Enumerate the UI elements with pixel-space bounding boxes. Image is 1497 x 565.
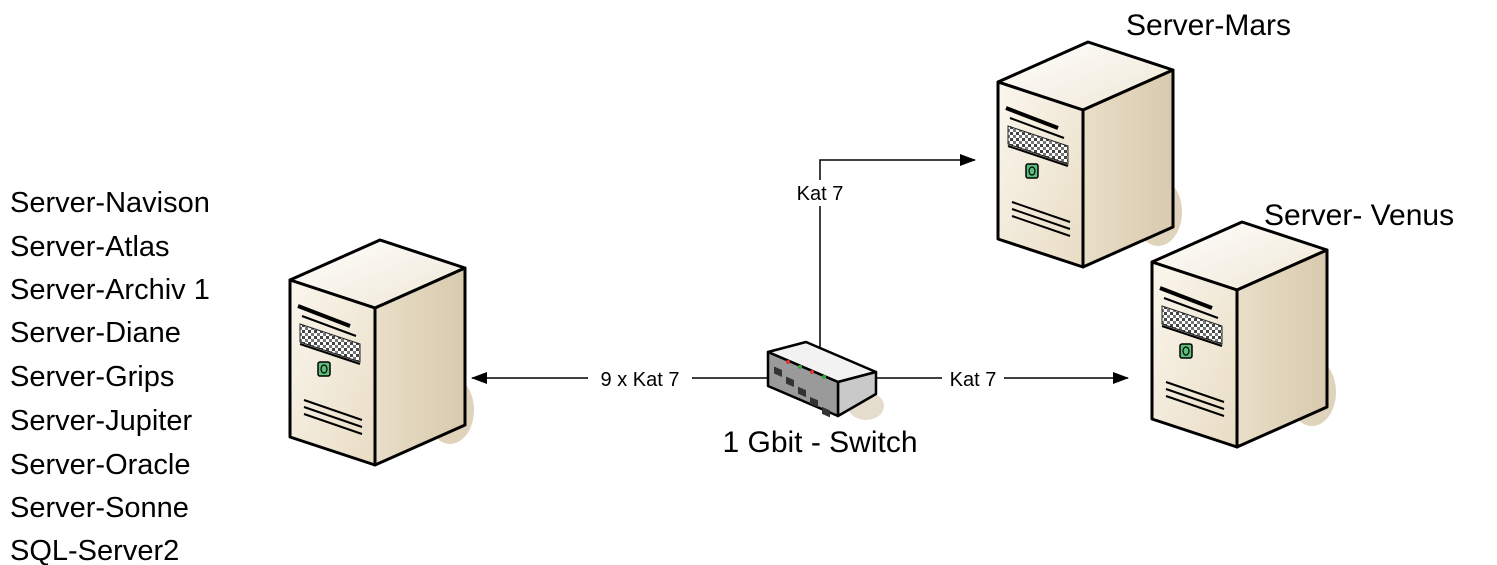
list-item: Server-Jupiter	[10, 405, 192, 437]
link-left-label: 9 x Kat 7	[601, 369, 680, 391]
list-item: Server-Oracle	[10, 449, 191, 481]
switch-label: 1 Gbit - Switch	[722, 426, 917, 459]
link-right-label: Kat 7	[950, 369, 997, 391]
list-item: Server-Archiv 1	[10, 274, 210, 306]
server-left-icon	[288, 238, 476, 467]
server-venus-label: Server- Venus	[1264, 199, 1454, 232]
list-item: Server-Atlas	[10, 231, 170, 263]
link-top	[819, 154, 976, 370]
network-switch-icon	[766, 340, 884, 420]
list-item: Server-Diane	[10, 317, 181, 349]
server-mars-label: Server-Mars	[1126, 9, 1291, 42]
server-venus-icon	[1150, 220, 1338, 449]
link-top-label: Kat 7	[797, 183, 844, 205]
server-mars-icon	[996, 40, 1184, 269]
list-item: Server-Grips	[10, 361, 174, 393]
list-item: SQL-Server2	[10, 535, 179, 565]
list-item: Server-Sonne	[10, 492, 189, 524]
list-item: Server-Navison	[10, 187, 210, 219]
left-server-list: Server-Navison Server-Atlas Server-Archi…	[10, 187, 210, 565]
